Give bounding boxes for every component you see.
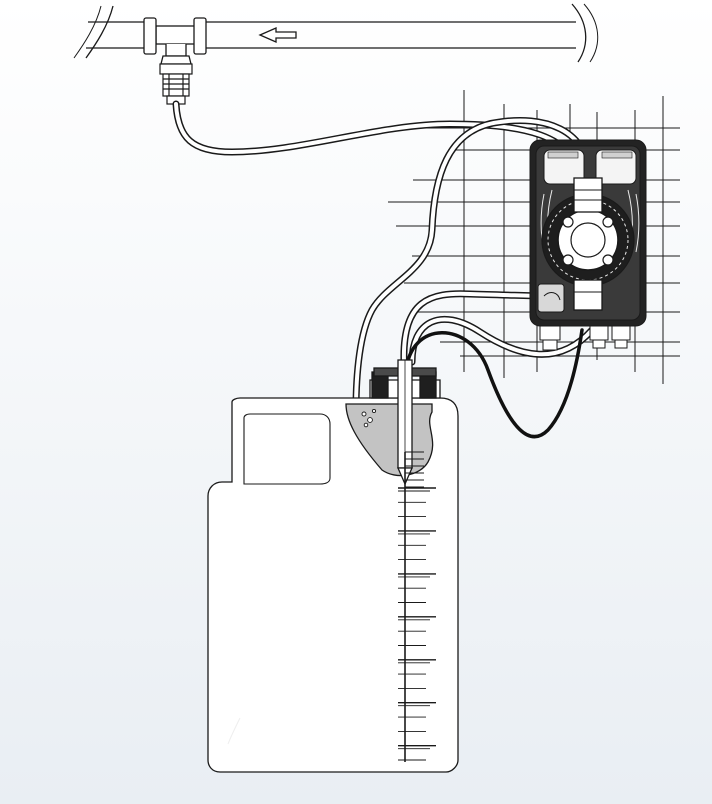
injection-valve — [159, 63, 193, 105]
suction-lance — [397, 359, 413, 486]
tee-fitting — [143, 17, 207, 65]
metering-pump — [529, 139, 647, 351]
process-pipe — [73, 3, 599, 63]
graduation-scale — [398, 451, 436, 762]
chemical-tank — [207, 367, 459, 773]
flow-arrow-icon — [258, 27, 297, 43]
level-probe-cable — [404, 328, 584, 439]
